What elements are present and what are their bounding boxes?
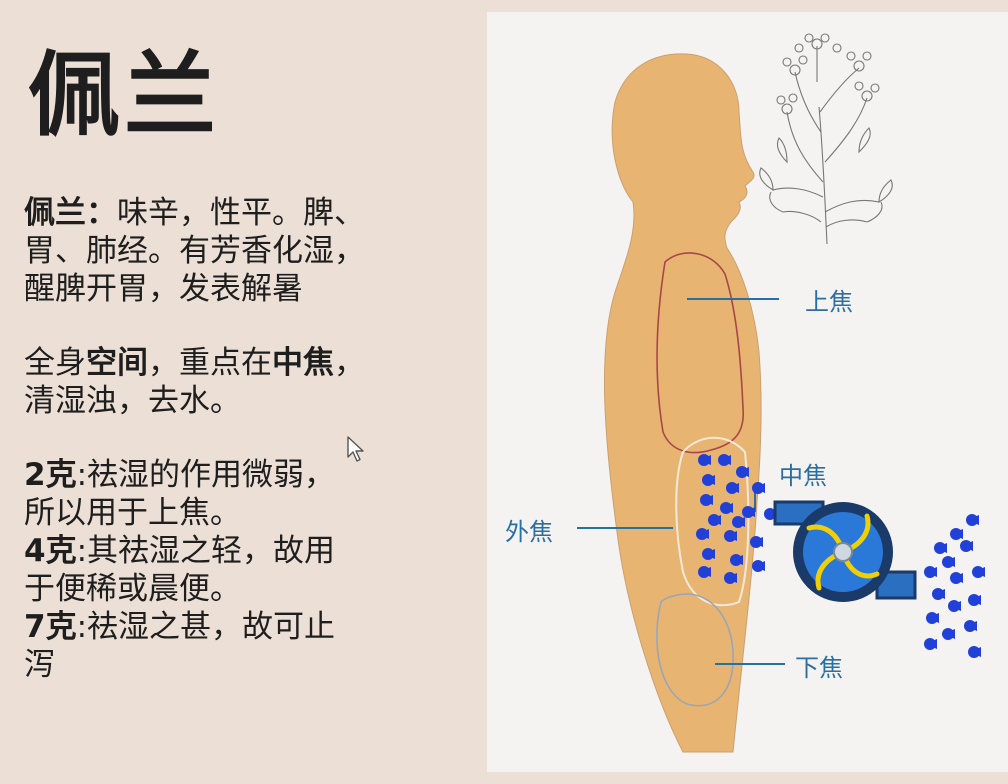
dosage-text-2g: :祛湿的作用微弱， [76,457,336,493]
water-droplet-icon [973,567,985,577]
dosage-amount-7g: 7克 [24,609,77,645]
water-droplet-icon [725,531,737,541]
mouse-cursor-icon [347,436,364,462]
dosage-text-4g: :其祛湿之轻，故用 [76,533,336,569]
water-droplet-icon [703,549,715,559]
water-droplet-icon [719,455,731,465]
water-droplets-inside [696,454,777,584]
description-lead: 佩兰： [24,195,117,231]
water-droplet-icon [951,529,963,539]
dosage-amount-4g: 4克 [24,533,77,569]
water-droplet-icon [949,601,961,611]
water-droplet-icon [927,613,939,623]
water-droplet-icon [961,541,973,551]
focus-bold-space: 空间 [86,345,148,381]
water-droplet-icon [943,557,955,567]
dosage-list: 2克:祛湿的作用微弱， 所以用于上焦。 4克:其祛湿之轻，故用 于便稀或晨便。 … [24,456,464,684]
water-droplet-icon [925,639,937,649]
water-droplet-icon [925,567,937,577]
middle-jiao-outline [675,436,750,607]
water-droplet-icon [753,483,765,493]
focus-text-2: ，重点在 [148,345,272,381]
description-line-3: 醒脾开胃，发表解暑 [24,271,303,307]
water-droplet-icon [951,573,963,583]
water-droplet-icon [965,621,977,631]
water-droplet-icon [731,555,743,565]
description-line-1-rest: 味辛，性平。脾、 [117,195,365,231]
focus-line-1: 全身空间，重点在中焦， [24,344,464,382]
water-droplet-icon [703,475,715,485]
description-line-1: 佩兰：味辛，性平。脾、 [24,194,464,232]
dosage-item-4g-line-1: 4克:其祛湿之轻，故用 [24,532,464,570]
water-droplet-icon [969,647,981,657]
focus-bold-middle: 中焦 [272,345,334,381]
focus-text-3: ， [334,345,365,381]
focus-text-1: 全身 [24,345,86,381]
page-title: 佩兰 [28,41,221,149]
water-droplet-icon [943,629,955,639]
dosage-text-7g: :祛湿之甚，故可止 [76,609,336,645]
water-droplet-icon [733,517,745,527]
focus-line-2: 清湿浊，去水。 [24,383,241,419]
water-droplet-icon [727,483,739,493]
body-silhouette [603,53,762,753]
water-droplet-icon [935,543,947,553]
water-droplet-icon [701,495,713,505]
description-line-2: 胃、肺经。有芳香化湿， [24,233,365,269]
herb-description: 佩兰：味辛，性平。脾、 胃、肺经。有芳香化湿， 醒脾开胃，发表解暑 [24,194,464,308]
water-droplet-icon [697,529,709,539]
dosage-item-7g-line-1: 7克:祛湿之甚，故可止 [24,608,464,646]
water-droplet-icon [967,515,979,525]
water-droplet-icon [751,537,763,547]
water-droplet-icon [753,561,765,571]
san-jiao-diagram [577,33,985,753]
focus-note: 全身空间，重点在中焦， 清湿浊，去水。 [24,344,464,420]
pump-icon [773,500,917,602]
water-droplet-icon [699,455,711,465]
label-upper-jiao: 上焦 [805,288,853,316]
water-droplet-icon [969,595,981,605]
upper-jiao-outline [656,252,745,454]
dosage-item-2g-line-1: 2克:祛湿的作用微弱， [24,456,464,494]
label-lower-jiao: 下焦 [795,654,843,682]
water-droplet-icon [737,467,749,477]
water-droplet-icon [699,567,711,577]
water-droplet-icon [743,507,755,517]
text-column: 佩兰 佩兰：味辛，性平。脾、 胃、肺经。有芳香化湿， 醒脾开胃，发表解暑 全身空… [24,40,464,684]
leader-lines [577,298,785,665]
dosage-item-7g-line-2: 泻 [24,647,55,683]
water-droplet-icon [725,573,737,583]
water-droplet-icon [709,515,721,525]
dosage-amount-2g: 2克 [24,457,77,493]
water-droplet-icon [933,589,945,599]
plant-illustration [759,33,893,245]
water-droplets-outside [924,514,985,658]
label-middle-jiao: 中焦 [779,462,827,490]
diagram-panel: 上焦 中焦 外焦 下焦 [487,12,1008,772]
dosage-item-4g-line-2: 于便稀或晨便。 [24,571,241,607]
label-outer-jiao: 外焦 [505,518,553,546]
water-droplet-icon [721,503,733,513]
dosage-item-2g-line-2: 所以用于上焦。 [24,495,241,531]
